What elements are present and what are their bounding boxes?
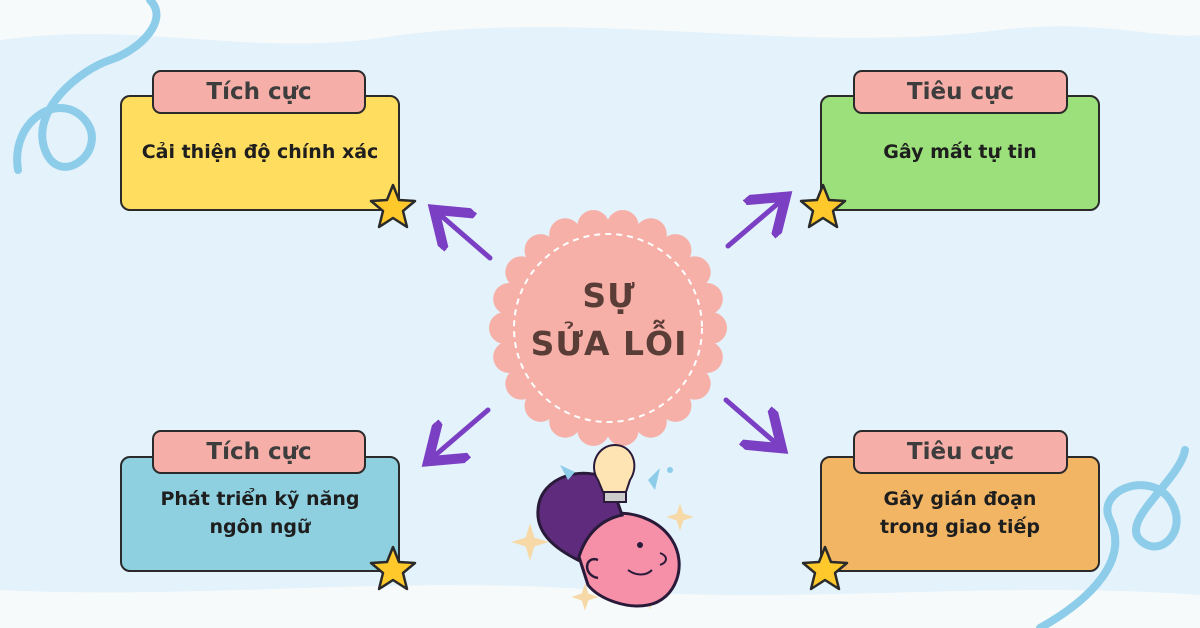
arrow-icon [725,200,782,249]
tag-label: Tích cực [206,439,312,465]
squiggle-bottom-right [1036,446,1189,628]
center-title-line1: SỰ [582,276,636,315]
arrow-icon [438,213,493,261]
arrow-icon [723,397,778,445]
arrow-icon [432,407,491,458]
card-text: Gây mất tự tin [883,141,1037,164]
tag-bottom-right: Tiêu cực [853,430,1068,474]
squiggle-top-left [13,0,161,174]
tag-bottom-left: Tích cực [152,430,366,474]
card-bottom-right: Gây gián đoạn trong giao tiếp [820,456,1100,572]
tag-label: Tiêu cực [906,79,1015,105]
tag-label: Tích cực [206,79,312,105]
card-top-left: Cải thiện độ chính xác [120,95,400,211]
card-text: Cải thiện độ chính xác [141,141,379,164]
card-top-right: Gây mất tự tin [820,95,1100,211]
tag-label: Tiêu cực [906,439,1015,465]
star-icon [369,183,417,229]
card-text: Gây gián đoạn trong giao tiếp [880,488,1040,538]
tag-top-right: Tiêu cực [853,70,1068,114]
center-title: SỰ SỬA LỖI [494,272,724,368]
tag-top-left: Tích cực [152,70,366,114]
card-bottom-left: Phát triển kỹ năng ngôn ngữ [120,456,400,572]
star-icon [799,183,847,229]
center-title-line2: SỬA LỖI [530,323,688,363]
star-icon [801,545,849,591]
card-text: Phát triển kỹ năng ngôn ngữ [160,488,360,538]
star-icon [369,545,417,591]
